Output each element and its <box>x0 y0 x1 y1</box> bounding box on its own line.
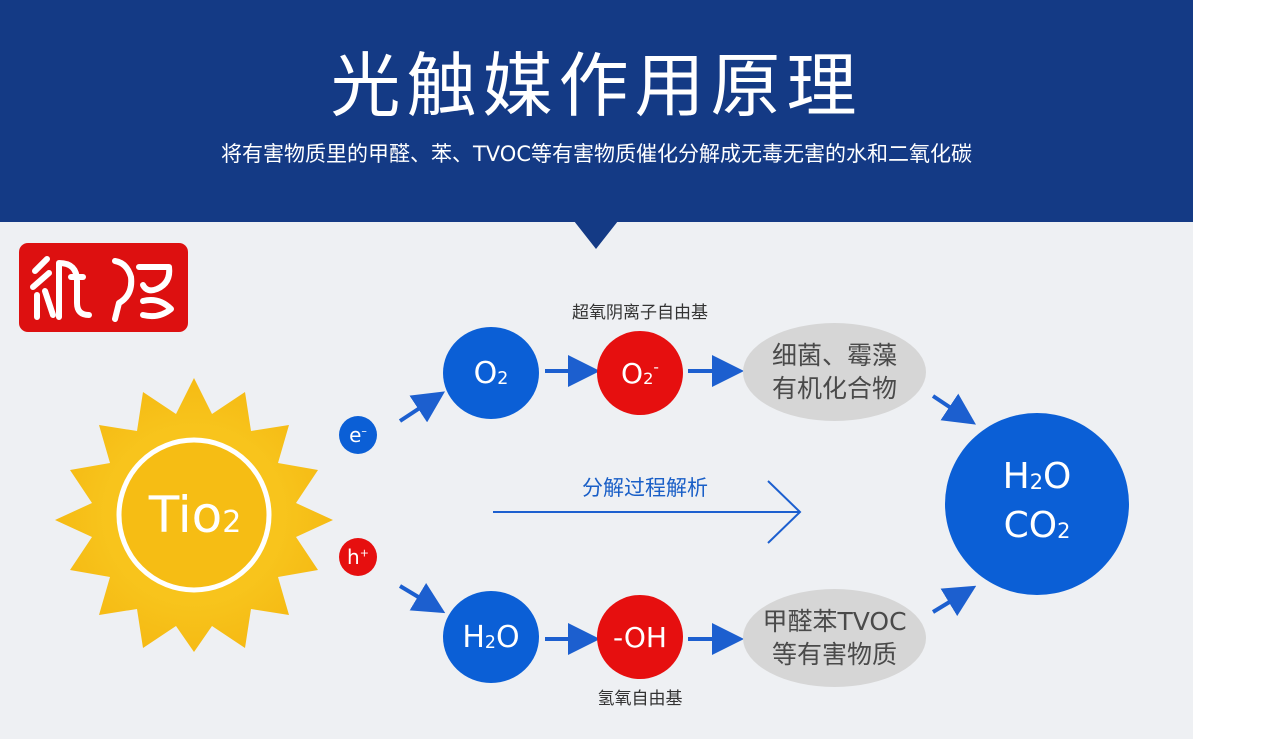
header-pointer <box>574 221 618 249</box>
header-banner: 光触媒作用原理 将有害物质里的甲醛、苯、TVOC等有害物质催化分解成无毒无害的水… <box>0 0 1193 222</box>
h2o-node: H2O <box>443 591 539 683</box>
brand-logo-glyph <box>30 256 174 322</box>
sun-icon <box>55 378 333 652</box>
harmful-substances-line: 等有害物质 <box>771 640 897 669</box>
brand-logo <box>19 243 188 332</box>
water-label: H2O <box>1002 455 1072 497</box>
organics-line: 有机化合物 <box>771 374 897 403</box>
tio2-label: Tio2 <box>148 486 242 544</box>
arrow-vocs-to-products <box>931 585 977 617</box>
arrow-electron-to-o2 <box>398 391 446 423</box>
superoxide-name: 超氧阴离子自由基 <box>572 303 708 323</box>
formaldehyde-line: 甲醛苯TVOC <box>762 607 907 636</box>
co2-label: CO2 <box>1003 505 1071 546</box>
superoxide-node: O2- <box>597 331 683 415</box>
arrow-hole-to-h2o <box>398 582 446 614</box>
bacteria-line: 细菌、霉藻 <box>771 341 897 370</box>
process-arrow <box>493 480 802 544</box>
o2-node: O2 <box>443 327 539 419</box>
process-label: 分解过程解析 <box>582 476 708 500</box>
products-node: H2O CO2 <box>945 413 1129 595</box>
arrow-bacteria-to-products <box>931 393 976 425</box>
page-subtitle: 将有害物质里的甲醛、苯、TVOC等有害物质催化分解成无毒无害的水和二氧化碳 <box>220 142 972 166</box>
hydroxyl-node: -OH <box>597 595 683 679</box>
electron-node: e– <box>339 416 377 454</box>
hydroxyl-name: 氢氧自由基 <box>597 689 683 709</box>
bacteria-organics-node: 细菌、霉藻 有机化合物 <box>743 323 926 421</box>
formaldehyde-vocs-node: 甲醛苯TVOC 等有害物质 <box>743 589 926 687</box>
page-title: 光触媒作用原理 <box>330 45 863 127</box>
flow-arrows <box>398 355 977 655</box>
hole-node: h+ <box>339 538 377 576</box>
